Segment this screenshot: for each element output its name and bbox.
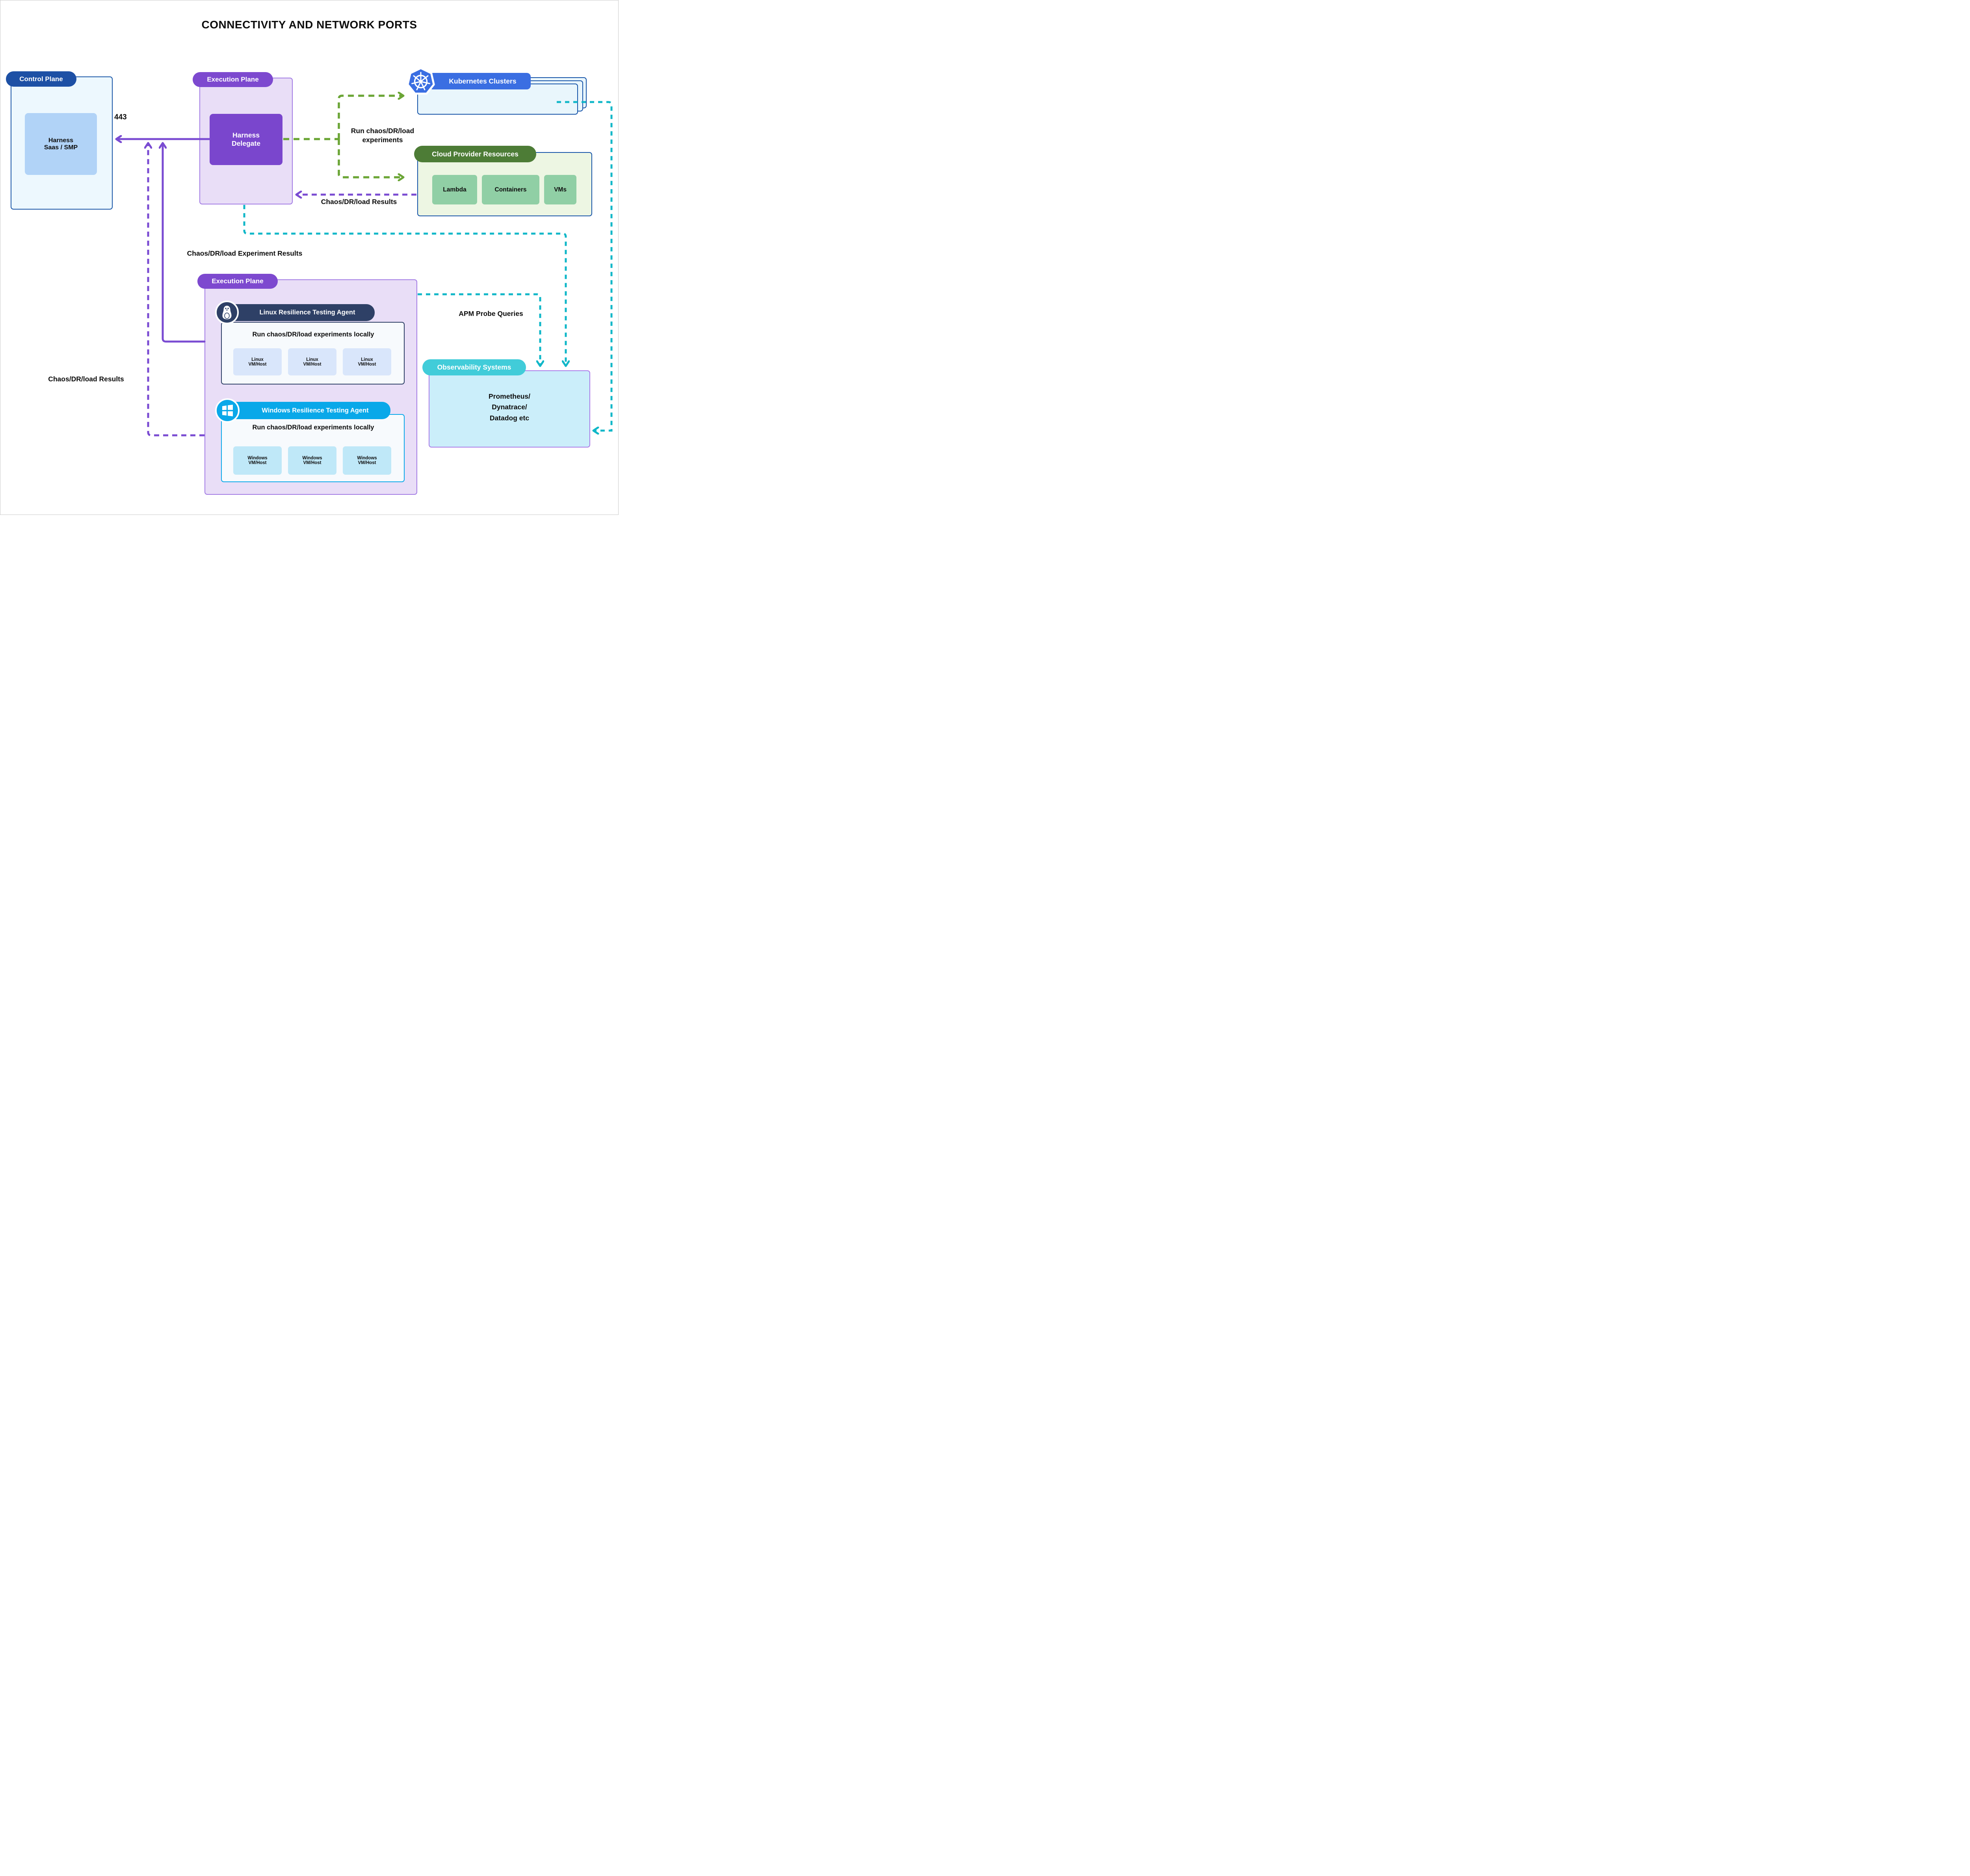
windows-vm-host-2: Windows VM/Host <box>288 446 336 475</box>
kubernetes-wheel-icon <box>407 67 435 95</box>
linux-vm-host-3: Linux VM/Host <box>343 348 391 375</box>
windows-card-title: Run chaos/DR/load experiments locally <box>252 423 374 431</box>
observability-systems-text: Prometheus/ Dynatrace/ Datadog etc <box>489 392 530 422</box>
arrow-linux-results-up <box>163 143 206 343</box>
linux-vm-host-1: Linux VM/Host <box>233 348 282 375</box>
cloud-provider-pill: Cloud Provider Resources <box>414 146 536 162</box>
execution-plane-top-pill: Execution Plane <box>193 72 273 87</box>
arrow-windows-results-up-dashed <box>148 143 204 436</box>
linux-agent-pill: Linux Resilience Testing Agent <box>221 304 375 321</box>
observability-label: Observability Systems <box>437 363 511 371</box>
apm-probe-queries-label: APM Probe Queries <box>459 310 523 318</box>
arrow-experiments-to-kubernetes <box>338 96 403 139</box>
page-title: CONNECTIVITY AND NETWORK PORTS <box>201 19 417 31</box>
cloud-resource-vms: VMs <box>544 175 576 204</box>
control-plane-pill: Control Plane <box>6 71 76 87</box>
arrow-execution-top-to-observability <box>243 205 566 366</box>
windows-logo-icon <box>215 398 240 423</box>
execution-plane-top-label: Execution Plane <box>207 76 259 83</box>
windows-agent-pill: Windows Resilience Testing Agent <box>221 402 390 419</box>
kubernetes-pill: Kubernetes Clusters <box>429 73 531 89</box>
port-443-label: 443 <box>114 113 127 121</box>
arrow-experiments-to-cloud <box>338 139 403 177</box>
cloud-resource-containers: Containers <box>482 175 539 204</box>
observability-pill: Observability Systems <box>422 359 526 375</box>
chaos-results-left-label: Chaos/DR/load Results <box>48 375 124 383</box>
cloud-provider-label: Cloud Provider Resources <box>432 150 519 158</box>
run-experiments-label: Run chaos/DR/load experiments <box>351 127 414 144</box>
windows-agent-label: Windows Resilience Testing Agent <box>262 407 369 414</box>
chaos-results-right-label: Chaos/DR/load Results <box>321 198 397 206</box>
windows-vm-host-3: Windows VM/Host <box>343 446 391 475</box>
harness-saas-box: Harness Saas / SMP <box>25 113 97 175</box>
arrow-apm-probe-queries <box>418 293 540 366</box>
experiment-results-label: Chaos/DR/load Experiment Results <box>187 249 303 257</box>
execution-plane-bottom-pill: Execution Plane <box>197 274 278 289</box>
harness-delegate-box: Harness Delegate <box>210 114 282 165</box>
control-plane-label: Control Plane <box>19 75 63 83</box>
connector-layer <box>0 0 613 436</box>
linux-tux-icon <box>215 301 239 324</box>
linux-agent-label: Linux Resilience Testing Agent <box>259 309 355 316</box>
diagram-canvas: CONNECTIVITY AND NETWORK PORTS Harness S… <box>0 0 619 515</box>
kubernetes-label: Kubernetes Clusters <box>449 77 517 85</box>
linux-card-title: Run chaos/DR/load experiments locally <box>252 331 374 338</box>
cloud-resource-lambda: Lambda <box>432 175 477 204</box>
execution-plane-bottom-label: Execution Plane <box>212 277 264 285</box>
windows-vm-host-1: Windows VM/Host <box>233 446 282 475</box>
arrow-kubernetes-to-observability <box>557 101 613 431</box>
linux-vm-host-2: Linux VM/Host <box>288 348 336 375</box>
observability-box <box>429 370 590 448</box>
